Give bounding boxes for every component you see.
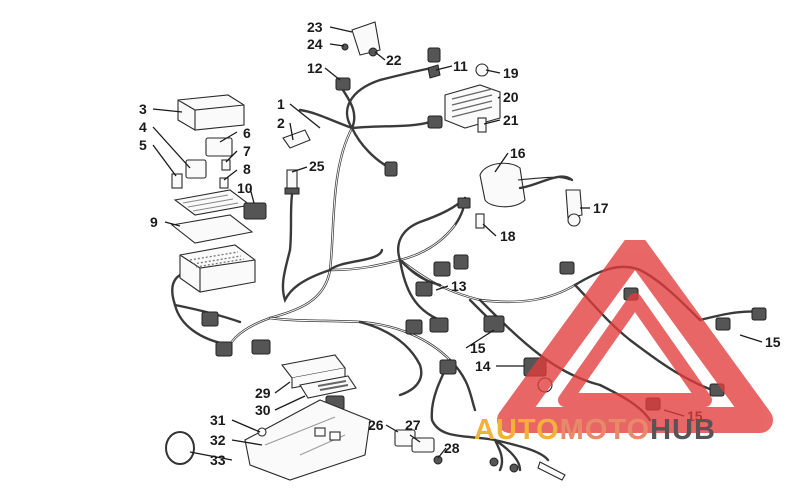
callout-22: 21 xyxy=(503,112,519,128)
callout-labels: 3 4 5 6 7 8 9 10 1 2 25 12 23 24 22 11 1… xyxy=(139,19,781,468)
callout-28: 27 xyxy=(405,417,421,433)
connector-2 xyxy=(282,129,311,149)
connector-28 xyxy=(411,437,435,453)
callout-33: 32 xyxy=(210,432,226,448)
connector-l2 xyxy=(215,341,233,357)
callout-6: 6 xyxy=(243,125,251,141)
callout-10: 10 xyxy=(237,180,253,196)
callout-32: 31 xyxy=(210,412,226,428)
connector-12 xyxy=(335,77,351,91)
connector-l3 xyxy=(251,339,271,355)
callout-26: 25 xyxy=(309,158,325,174)
clamp-ring xyxy=(165,431,195,465)
callout-9: 9 xyxy=(150,214,158,230)
terminal-a xyxy=(489,457,499,467)
main-harness xyxy=(171,66,762,472)
callout-20: 19 xyxy=(503,65,519,81)
callout-16: 15 xyxy=(470,340,486,356)
connector-13d xyxy=(429,317,449,333)
connector-16 xyxy=(483,315,505,333)
bracket xyxy=(341,21,381,57)
connector-l1 xyxy=(201,311,219,327)
callout-7: 7 xyxy=(243,143,251,159)
callout-12: 12 xyxy=(307,60,323,76)
fuse-box-gasket xyxy=(170,214,254,244)
watermark-auto: AUTO xyxy=(474,414,560,446)
callout-13: 13 xyxy=(451,278,467,294)
bolt xyxy=(477,117,487,133)
callout-24: 23 xyxy=(307,19,323,35)
terminal-b xyxy=(509,463,519,473)
fuse xyxy=(171,173,183,189)
connector-13a xyxy=(433,261,451,277)
callout-31: 30 xyxy=(255,402,271,418)
callout-34: 33 xyxy=(210,452,226,468)
callout-3: 3 xyxy=(139,101,147,117)
callout-4: 4 xyxy=(139,119,147,135)
mini-fuse xyxy=(221,159,231,171)
callout-2: 2 xyxy=(277,115,285,131)
connector-r1 xyxy=(559,261,575,275)
relay-small xyxy=(185,159,207,179)
connector-top xyxy=(427,47,441,63)
voltage-regulator xyxy=(444,84,501,129)
fuse-box xyxy=(179,244,256,293)
callout-19: 18 xyxy=(500,228,516,244)
relay xyxy=(205,137,233,157)
connector-mid xyxy=(439,359,457,375)
callout-15a: 15 xyxy=(765,334,781,350)
callout-29: 28 xyxy=(444,440,460,456)
callout-30: 29 xyxy=(255,385,271,401)
mini-fuse-2 xyxy=(219,177,229,189)
callout-23: 22 xyxy=(386,52,402,68)
callout-25: 24 xyxy=(307,36,323,52)
spark-plug-cap xyxy=(565,189,583,227)
connector-13b xyxy=(453,254,469,270)
connector-11 xyxy=(427,64,441,79)
probe xyxy=(537,461,566,481)
connector-13c xyxy=(415,281,433,297)
callout-11: 11 xyxy=(453,58,468,74)
ignition-coil xyxy=(479,162,574,208)
callout-18: 17 xyxy=(593,200,609,216)
coil-bolt xyxy=(475,213,485,229)
callout-8: 8 xyxy=(243,161,251,177)
callout-17: 16 xyxy=(510,145,526,161)
watermark-hub: HUB xyxy=(650,414,716,446)
callout-14: 14 xyxy=(475,358,491,374)
screw xyxy=(257,427,267,437)
connector-coil xyxy=(457,197,471,209)
callout-21: 20 xyxy=(503,89,519,105)
connector-r4 xyxy=(751,307,767,321)
callout-1: 1 xyxy=(277,96,285,112)
watermark-logo xyxy=(497,240,773,433)
ecu-unit xyxy=(281,354,357,399)
connector-r3 xyxy=(715,317,731,331)
terminal-29 xyxy=(433,455,443,465)
watermark-moto: MOTO xyxy=(559,414,651,446)
connector-regulator xyxy=(427,115,443,129)
connector-10 xyxy=(243,202,267,220)
connector-lower xyxy=(384,161,398,177)
watermark-text: AUTOMOTOHUB xyxy=(474,414,716,447)
callout-5: 5 xyxy=(139,137,147,153)
sensor xyxy=(284,169,300,195)
fuse-box-cover xyxy=(177,94,245,131)
callout-27: 26 xyxy=(368,417,384,433)
connector-13e xyxy=(405,319,423,335)
mounting-plate xyxy=(244,399,371,481)
